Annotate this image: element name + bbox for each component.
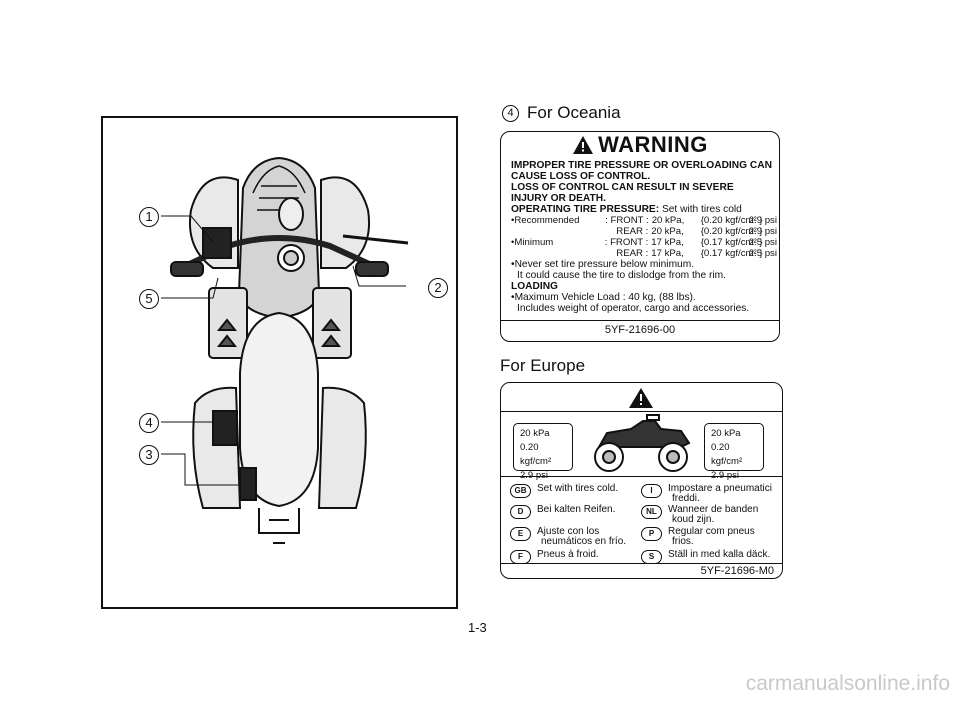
lang-badge-f: F [510,550,531,564]
europe-part-code: 5YF-21696-M0 [700,565,774,577]
label-divider [501,476,782,477]
lang-row-d: D Bei kalten Reifen. [510,505,615,519]
lang-badge-s: S [641,550,662,564]
lang-row-gb: GB Set with tires cold. [510,484,618,498]
front-pressure-kgf: 0.20 kgf/cm² [520,442,552,467]
pressure-row-kgf: {0.20 kgf/cm² } [700,226,763,237]
lang-text: frios. [672,536,694,547]
europe-heading: For Europe [500,356,586,375]
pressure-row-psi: 2.9 psi [748,226,777,237]
oceania-warning-label: WARNING IMPROPER TIRE PRESSURE OR OVERLO… [500,131,780,342]
operating-pressure-line: OPERATING TIRE PRESSURE: Set with tires … [511,204,777,215]
warning-triangle-icon [573,136,594,154]
warning-body: IMPROPER TIRE PRESSURE OR OVERLOADING CA… [511,160,777,314]
lang-text: Set with tires cold. [537,483,619,494]
pressure-row-kpa: 17 kPa, [651,248,684,259]
lang-text: Bei kalten Reifen. [537,504,616,515]
never-line-1: •Never set tire pressure below minimum. [511,259,695,270]
lang-text: Ajuste con los [537,526,600,537]
warning-line-3: LOSS OF CONTROL CAN RESULT IN SEVERE [511,182,734,193]
warning-word: WARNING [598,132,708,157]
lang-badge-nl: NL [641,505,662,519]
warning-line-1: IMPROPER TIRE PRESSURE OR OVERLOADING CA… [511,160,772,171]
warning-line-2: CAUSE LOSS OF CONTROL. [511,171,651,182]
atv-label-location-figure: 1 5 2 4 3 [101,116,458,609]
rear-pressure-psi: 2.9 psi [711,470,739,481]
atv-icon [594,414,691,472]
oceania-part-code: 5YF-21696-00 [604,324,676,336]
pressure-row-psi: 2.5 psi [748,248,777,259]
lang-row-s: S Ställ in med kalla däck. [641,550,770,564]
pressure-row-kgf: {0.17 kgf/cm² } [700,237,763,248]
pressure-row-position: : FRONT : [604,237,649,248]
atv-top-view-drawing [161,156,409,544]
pressure-row: REAR : 20 kPa, {0.20 kgf/cm² } 2.9 psi [511,226,777,237]
lang-text: Regular com pneus [668,526,755,537]
lang-text: freddi. [672,493,700,504]
watermark: carmanualsonline.info [745,672,950,695]
callout-3: 3 [139,445,159,465]
lang-badge-e: E [510,527,531,541]
callout-2: 2 [428,278,448,298]
max-load-line-1: •Maximum Vehicle Load : 40 kg, (88 lbs). [511,292,696,303]
front-pressure-kpa: 20 kPa [520,428,550,439]
lang-text: koud zijn. [672,514,715,525]
pressure-row-kpa: 20 kPa, [651,215,685,226]
pressure-row-position: : FRONT : [605,215,649,226]
europe-tire-label: 20 kPa 0.20 kgf/cm² 2.9 psi 20 kPa 0.20 … [500,382,783,579]
warning-header: WARNING [501,132,779,158]
lang-text: neumáticos en frío. [541,536,627,547]
pressure-row: REAR : 17 kPa, {0.17 kgf/cm² } 2.5 psi [511,248,777,259]
lang-badge-gb: GB [510,484,531,498]
callout-5: 5 [139,289,159,309]
pressure-row-label: •Minimum [511,237,554,248]
never-line-2: It could cause the tire to dislodge from… [517,270,726,281]
rear-pressure-box: 20 kPa 0.20 kgf/cm² 2.9 psi [704,423,764,481]
pressure-row: •Minimum : FRONT : 17 kPa, {0.17 kgf/cm²… [511,237,777,248]
pressure-row-position: REAR : [616,226,649,237]
lang-row-f: F Pneus à froid. [510,550,599,564]
pressure-row-kpa: 20 kPa, [651,226,684,237]
front-pressure-psi: 2.9 psi [520,470,548,481]
lang-text: Impostare a pneumatici [668,483,772,494]
pressure-row-psi: 2.5 psi [748,237,777,248]
callout-1: 1 [139,207,159,227]
label-divider [501,411,782,412]
page-number: 1-3 [468,620,487,635]
lang-badge-d: D [510,505,531,519]
pressure-row: •Recommended : FRONT : 20 kPa, {0.20 kgf… [511,215,777,226]
pressure-row-kpa: 17 kPa, [651,237,684,248]
oceania-heading-text: For Oceania [527,103,621,122]
rear-pressure-kpa: 20 kPa [711,428,741,439]
label-divider [501,563,782,564]
pressure-row-label: •Recommended [511,215,580,226]
label-divider [501,320,779,321]
oceania-heading: 4 For Oceania [502,103,621,123]
operating-pressure-label: OPERATING TIRE PRESSURE: [511,204,660,215]
lang-badge-p: P [641,527,662,541]
lang-text: Wanneer de banden [668,504,759,515]
pressure-row-label [511,248,578,259]
pressure-row-psi: 2.9 psi [748,215,777,226]
operating-pressure-value: Set with tires cold [661,204,742,215]
oceania-marker: 4 [502,105,519,122]
lang-badge-i: I [641,484,662,498]
max-load-line-2: Includes weight of operator, cargo and a… [517,303,750,314]
pressure-row-kgf: {0.17 kgf/cm² } [700,248,763,259]
pressure-row-position: REAR : [616,248,649,259]
pressure-row-label [511,226,578,237]
loading-heading: LOADING [511,281,558,292]
callout-4: 4 [139,413,159,433]
rear-pressure-kgf: 0.20 kgf/cm² [711,442,743,467]
warning-triangle-icon [629,388,653,408]
lang-text: Ställ in med kalla däck. [668,549,771,560]
pressure-row-kgf: {0.20 kgf/cm² } [700,215,763,226]
lang-text: Pneus à froid. [537,549,599,560]
front-pressure-box: 20 kPa 0.20 kgf/cm² 2.9 psi [513,423,573,481]
warning-line-4: INJURY OR DEATH. [511,193,606,204]
